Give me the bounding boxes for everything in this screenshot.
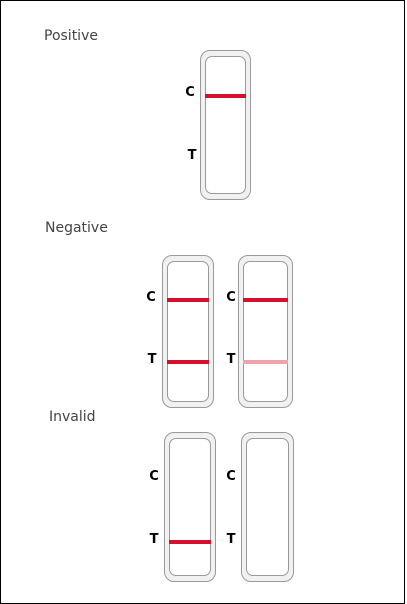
strip-window <box>169 438 211 576</box>
strip-window <box>243 261 288 402</box>
test-strip-invalid-1 <box>164 432 216 582</box>
test-strip-negative-1 <box>162 255 214 408</box>
control-line <box>205 94 246 98</box>
control-line <box>243 298 288 302</box>
test-strip-positive <box>200 50 251 200</box>
section-title-invalid: Invalid <box>49 409 96 425</box>
control-line-label: C <box>226 290 236 305</box>
control-line-label: C <box>149 469 159 484</box>
control-line-label: C <box>146 290 156 305</box>
strip-window <box>246 438 289 576</box>
test-line-label: T <box>147 352 157 367</box>
test-line <box>243 360 288 364</box>
strip-window <box>167 261 209 402</box>
test-line <box>169 540 211 544</box>
strip-window <box>205 56 246 194</box>
section-title-negative: Negative <box>45 220 108 236</box>
test-strip-invalid-2 <box>241 432 294 582</box>
test-line-label: T <box>187 148 197 163</box>
test-strip-negative-2 <box>238 255 293 408</box>
test-line-label: T <box>149 532 159 547</box>
test-line-label: T <box>226 532 236 547</box>
test-line-label: T <box>226 352 236 367</box>
control-line <box>167 298 209 302</box>
control-line-label: C <box>185 85 195 100</box>
control-line-label: C <box>226 469 236 484</box>
section-title-positive: Positive <box>44 28 98 44</box>
test-line <box>167 360 209 364</box>
